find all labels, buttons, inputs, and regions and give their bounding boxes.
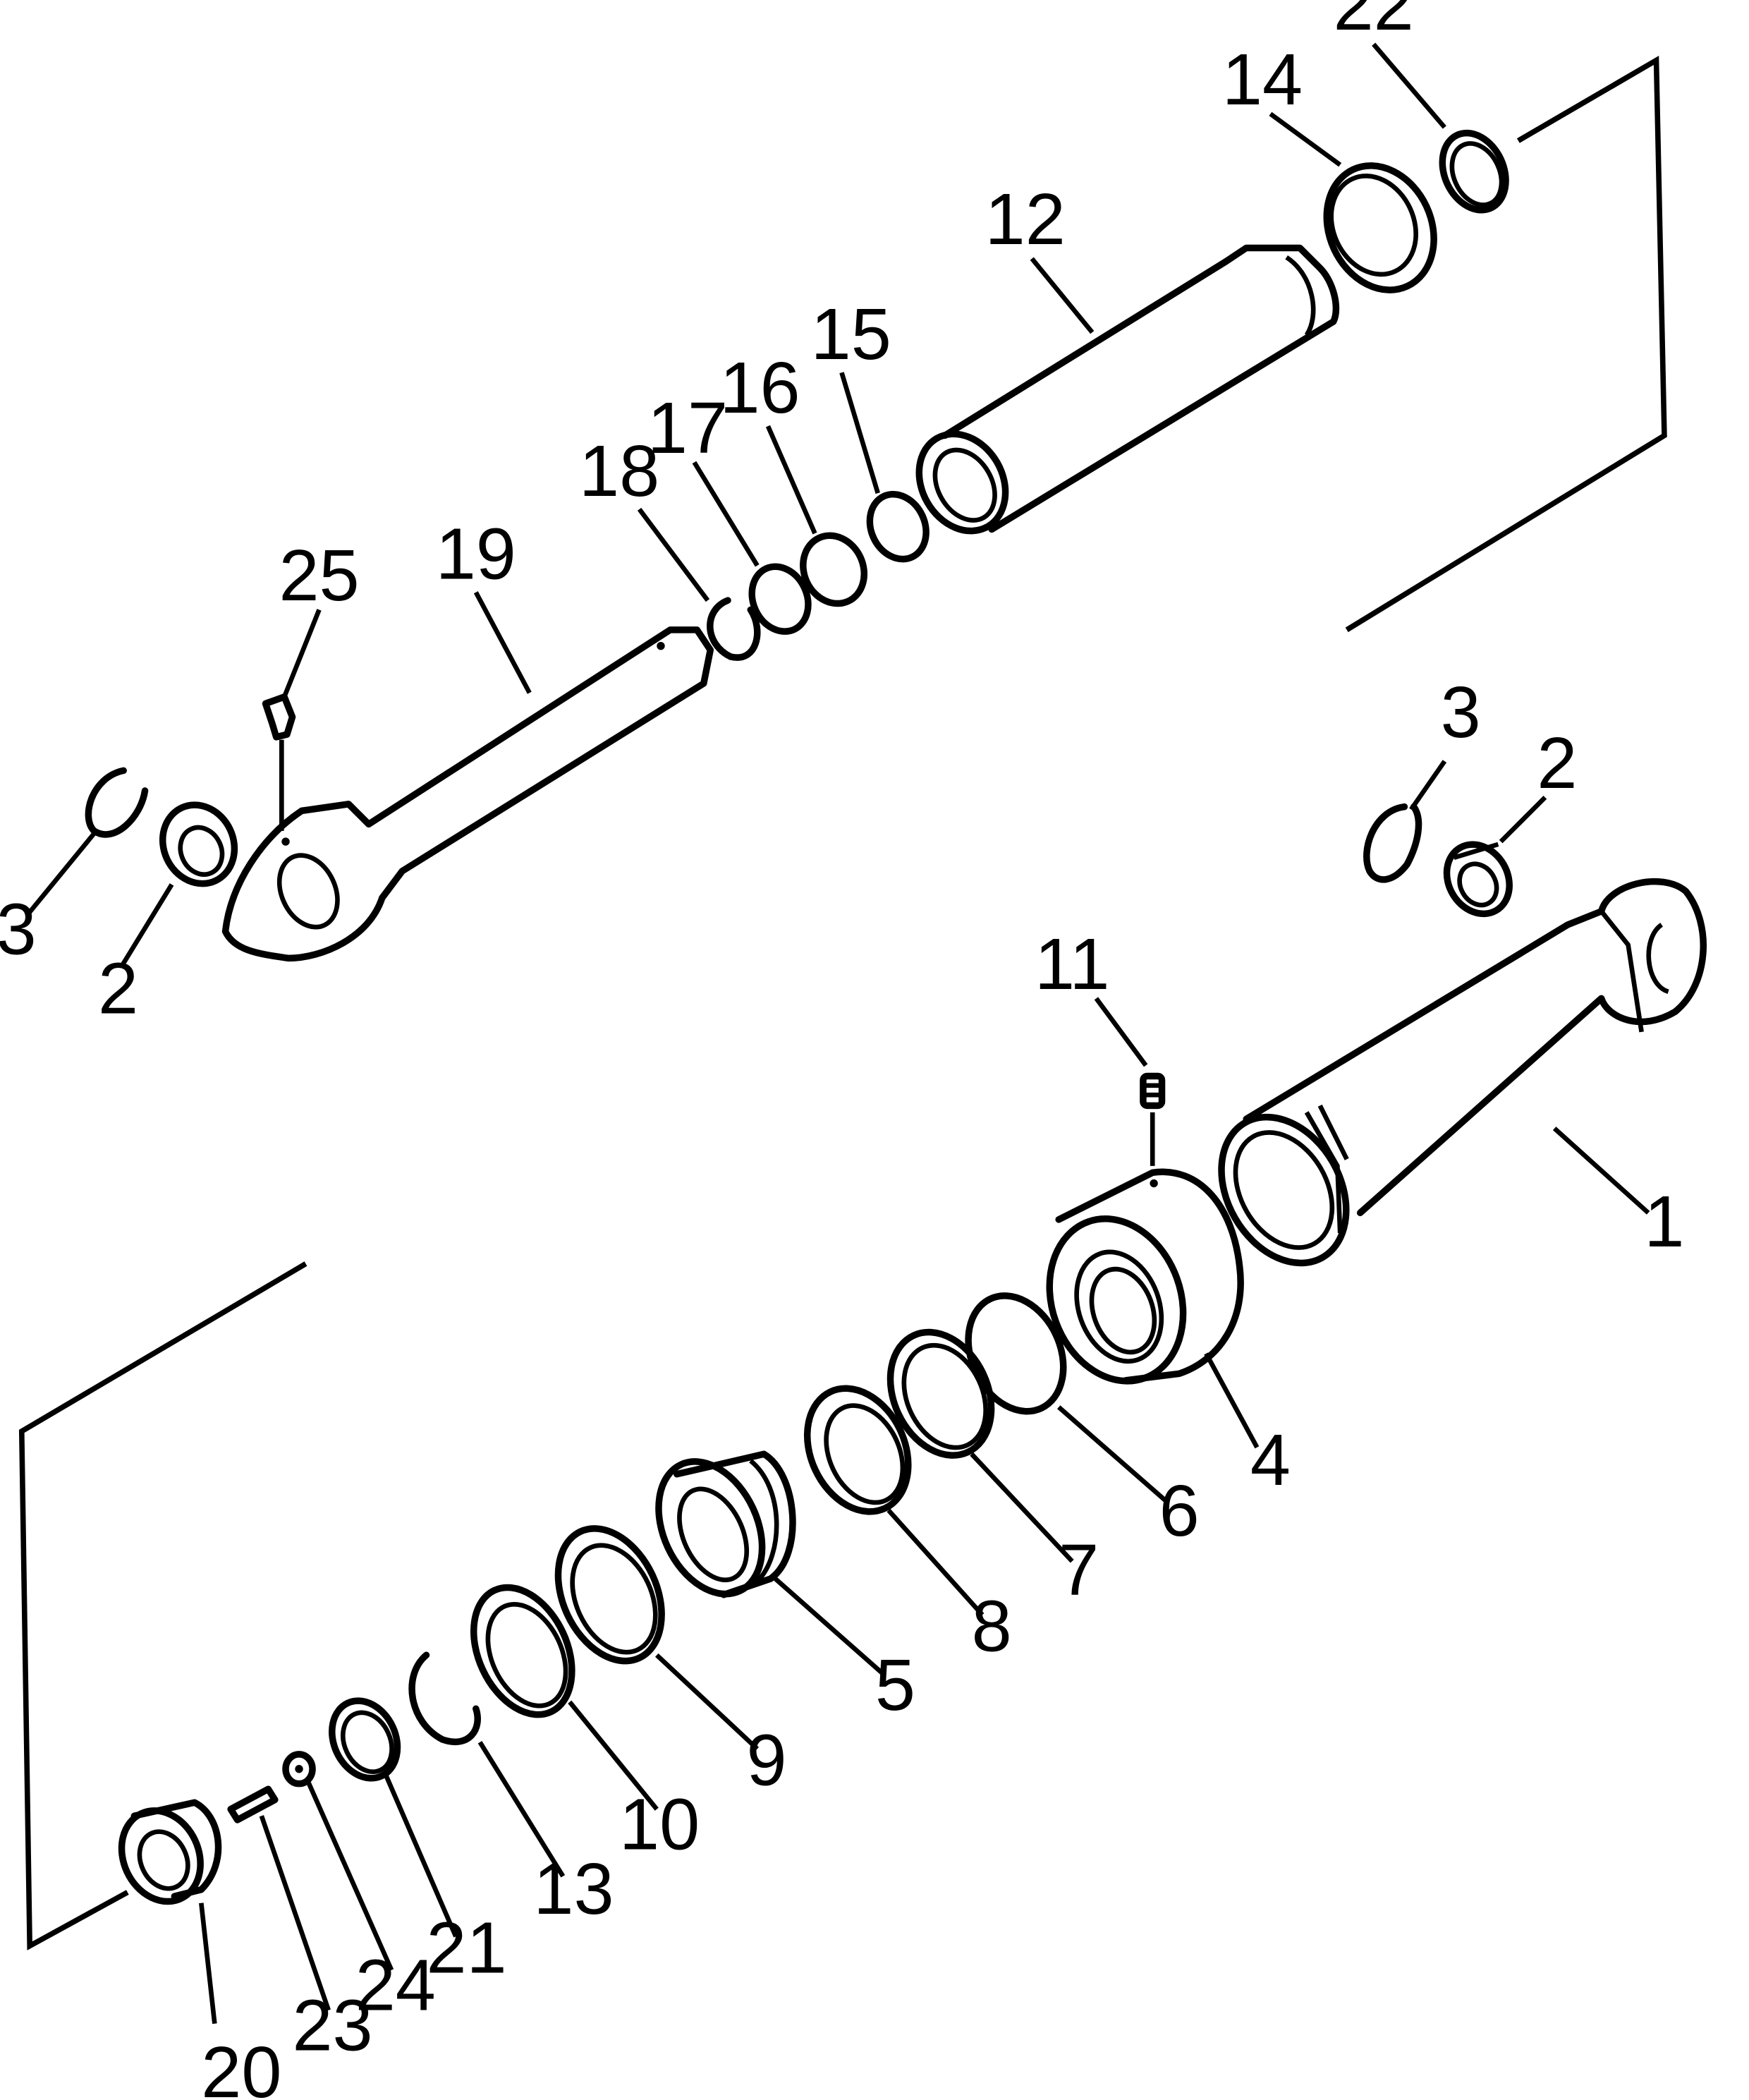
leader-lines xyxy=(25,42,1650,2025)
bushing-part-2-left[interactable] xyxy=(150,793,248,895)
callout-11: 11 xyxy=(1035,923,1110,1005)
grease-fitting-part-25[interactable] xyxy=(262,693,296,831)
callout-14: 14 xyxy=(1222,39,1303,120)
assembly-frame-upper xyxy=(1345,55,1667,633)
callout-16: 16 xyxy=(720,347,800,428)
callout-10: 10 xyxy=(619,1784,700,1865)
rod-tube-part-12[interactable] xyxy=(902,244,1340,546)
callout-20: 20 xyxy=(201,2032,281,2100)
callout-15: 15 xyxy=(811,293,891,375)
callout-19: 19 xyxy=(436,514,516,595)
assembly-frame-lower xyxy=(18,1261,307,1950)
callout-13: 13 xyxy=(533,1848,614,1929)
cylinder-tube-part-1[interactable] xyxy=(1196,878,1707,1286)
bushing-part-14[interactable] xyxy=(1307,148,1454,308)
callout-22: 22 xyxy=(1334,0,1414,45)
piston-nut-part-20[interactable] xyxy=(107,1797,222,1914)
seal-part-16[interactable] xyxy=(792,526,875,614)
callout-5: 5 xyxy=(875,1644,915,1725)
callout-4: 4 xyxy=(1250,1419,1291,1500)
callout-7: 7 xyxy=(1059,1529,1099,1610)
callout-17: 17 xyxy=(647,387,728,468)
stud-part-23[interactable] xyxy=(227,1785,279,1823)
snap-ring-part-3-left[interactable] xyxy=(85,767,149,838)
callout-2-right: 2 xyxy=(1537,722,1577,803)
cylinder-head-part-4[interactable] xyxy=(1028,1168,1244,1400)
callout-9: 9 xyxy=(747,1720,787,1801)
callout-8: 8 xyxy=(972,1586,1012,1667)
callout-23: 23 xyxy=(292,1985,372,2066)
bushing-part-2-right[interactable] xyxy=(1434,833,1522,925)
callout-labels: 1 2 3 4 5 6 7 8 9 10 11 12 13 14 15 16 1… xyxy=(0,0,1684,2100)
callout-1: 1 xyxy=(1644,1181,1684,1262)
piston-rod-part-19[interactable] xyxy=(221,626,714,962)
callout-25: 25 xyxy=(279,535,359,616)
callout-12: 12 xyxy=(985,178,1066,260)
callout-24: 24 xyxy=(355,1945,436,2026)
seal-part-15[interactable] xyxy=(860,485,937,569)
piston-ring-part-10[interactable] xyxy=(454,1572,591,1730)
piston-part-5[interactable] xyxy=(638,1445,796,1610)
callout-21: 21 xyxy=(426,1907,506,1989)
backup-ring-part-7[interactable] xyxy=(871,1316,1011,1471)
snap-ring-part-3-right[interactable] xyxy=(1363,803,1422,883)
callout-18: 18 xyxy=(579,430,659,511)
nut-part-24[interactable] xyxy=(282,1751,316,1788)
wear-ring-part-9[interactable] xyxy=(538,1512,682,1677)
bushing-part-8[interactable] xyxy=(788,1372,927,1528)
ring-part-22[interactable] xyxy=(1430,123,1518,221)
seal-part-17[interactable] xyxy=(742,557,819,641)
snap-ring-part-18[interactable] xyxy=(707,597,761,661)
set-screw-part-11[interactable] xyxy=(1140,1072,1166,1166)
collar-part-21[interactable] xyxy=(319,1690,409,1789)
callout-3-left: 3 xyxy=(0,889,37,970)
callout-6: 6 xyxy=(1159,1470,1200,1551)
callout-2-left: 2 xyxy=(98,947,138,1028)
callout-3-right: 3 xyxy=(1441,672,1481,753)
snap-ring-part-13[interactable] xyxy=(408,1651,481,1746)
